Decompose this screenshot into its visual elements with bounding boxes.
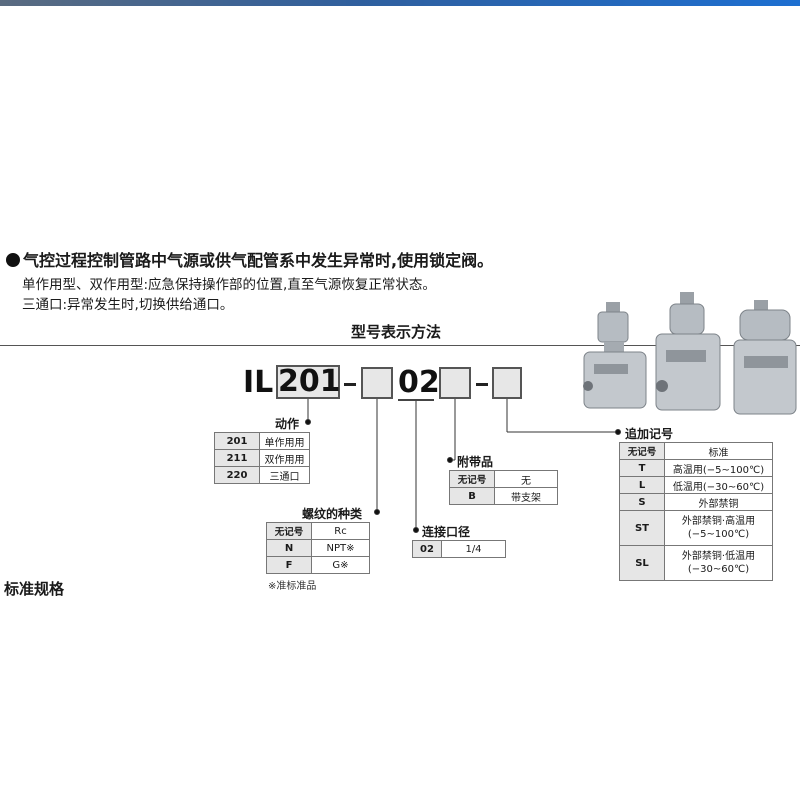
product-image-small [583, 302, 647, 409]
table-key: F [266, 556, 312, 574]
intro-line-1: 单作用型、双作用型:应急保持操作部的位置,直至气源恢复正常状态。 [22, 277, 436, 293]
table-value: 带支架 [494, 487, 558, 505]
action-code: 201 [278, 364, 341, 399]
bracket-code-box [439, 367, 471, 399]
table-value: 外部禁铜·高温用 [681, 516, 756, 527]
table-value: 标准 [664, 442, 773, 460]
thread-code-box [361, 367, 393, 399]
port-label: 连接口径 [422, 525, 471, 539]
table-key: 201 [214, 432, 260, 450]
port-code-underline [398, 399, 434, 401]
table-key: 无记号 [449, 470, 495, 488]
table-value: 外部禁铜 [664, 493, 773, 511]
section-title: 型号表示方法 [351, 323, 442, 341]
spec-heading: 标准规格 [4, 580, 65, 598]
table-value: 外部禁铜·低温用 [681, 551, 756, 562]
table-row: SL 外部禁铜·低温用 (−30~60℃) [619, 545, 773, 581]
port-code: 02 [398, 365, 440, 400]
table-row: ST 外部禁铜·高温用 (−5~100℃) [619, 510, 773, 546]
table-value: 1/4 [441, 540, 506, 558]
model-prefix: IL [243, 365, 274, 400]
table-value: 三通口 [259, 466, 310, 484]
action-code-box: 201 [276, 364, 341, 399]
table-key: T [619, 459, 665, 477]
table-value: 高温用(−5~100℃) [664, 459, 773, 477]
thread-note: ※准标准品 [268, 581, 317, 592]
suffix-code-box [492, 367, 522, 399]
table-key: 无记号 [266, 522, 312, 540]
action-label: 动作 [275, 417, 300, 431]
product-image-large [733, 300, 797, 415]
table-value: 低温用(−30~60℃) [664, 476, 773, 494]
table-key: SL [619, 545, 665, 581]
product-image-medium [655, 292, 721, 411]
table-value: 单作用用 [259, 432, 310, 450]
table-key: ST [619, 510, 665, 546]
dash-2 [476, 383, 488, 386]
table-key: 02 [412, 540, 442, 558]
table-key: 211 [214, 449, 260, 467]
table-value: (−5~100℃) [687, 529, 750, 540]
bullet-dot [6, 253, 20, 267]
intro-line-2: 三通口:异常发生时,切换供给通口。 [22, 297, 234, 313]
table-value: 无 [494, 470, 558, 488]
intro-heading: 气控过程控制管路中气源或供气配管系中发生异常时,使用锁定阀。 [6, 247, 493, 271]
table-key: B [449, 487, 495, 505]
table-value: Rc [311, 522, 370, 540]
table-value: G※ [311, 556, 370, 574]
table-value: 双作用用 [259, 449, 310, 467]
table-value: NPT※ [311, 539, 370, 557]
suffix-label: 追加记号 [625, 427, 674, 441]
table-key: L [619, 476, 665, 494]
table-key: N [266, 539, 312, 557]
intro-heading-text: 气控过程控制管路中气源或供气配管系中发生异常时,使用锁定阀。 [23, 251, 494, 270]
thread-label: 螺纹的种类 [302, 507, 363, 521]
table-key: 无记号 [619, 442, 665, 460]
table-key: 220 [214, 466, 260, 484]
table-key: S [619, 493, 665, 511]
top-accent-bar [0, 0, 800, 6]
table-value: (−30~60℃) [687, 564, 750, 575]
dash-1 [344, 383, 356, 386]
bracket-label: 附带品 [457, 455, 494, 469]
table-row: 无记号标准 [619, 442, 773, 460]
section-rule [0, 345, 800, 346]
table-row: 无记号无 [449, 470, 558, 488]
